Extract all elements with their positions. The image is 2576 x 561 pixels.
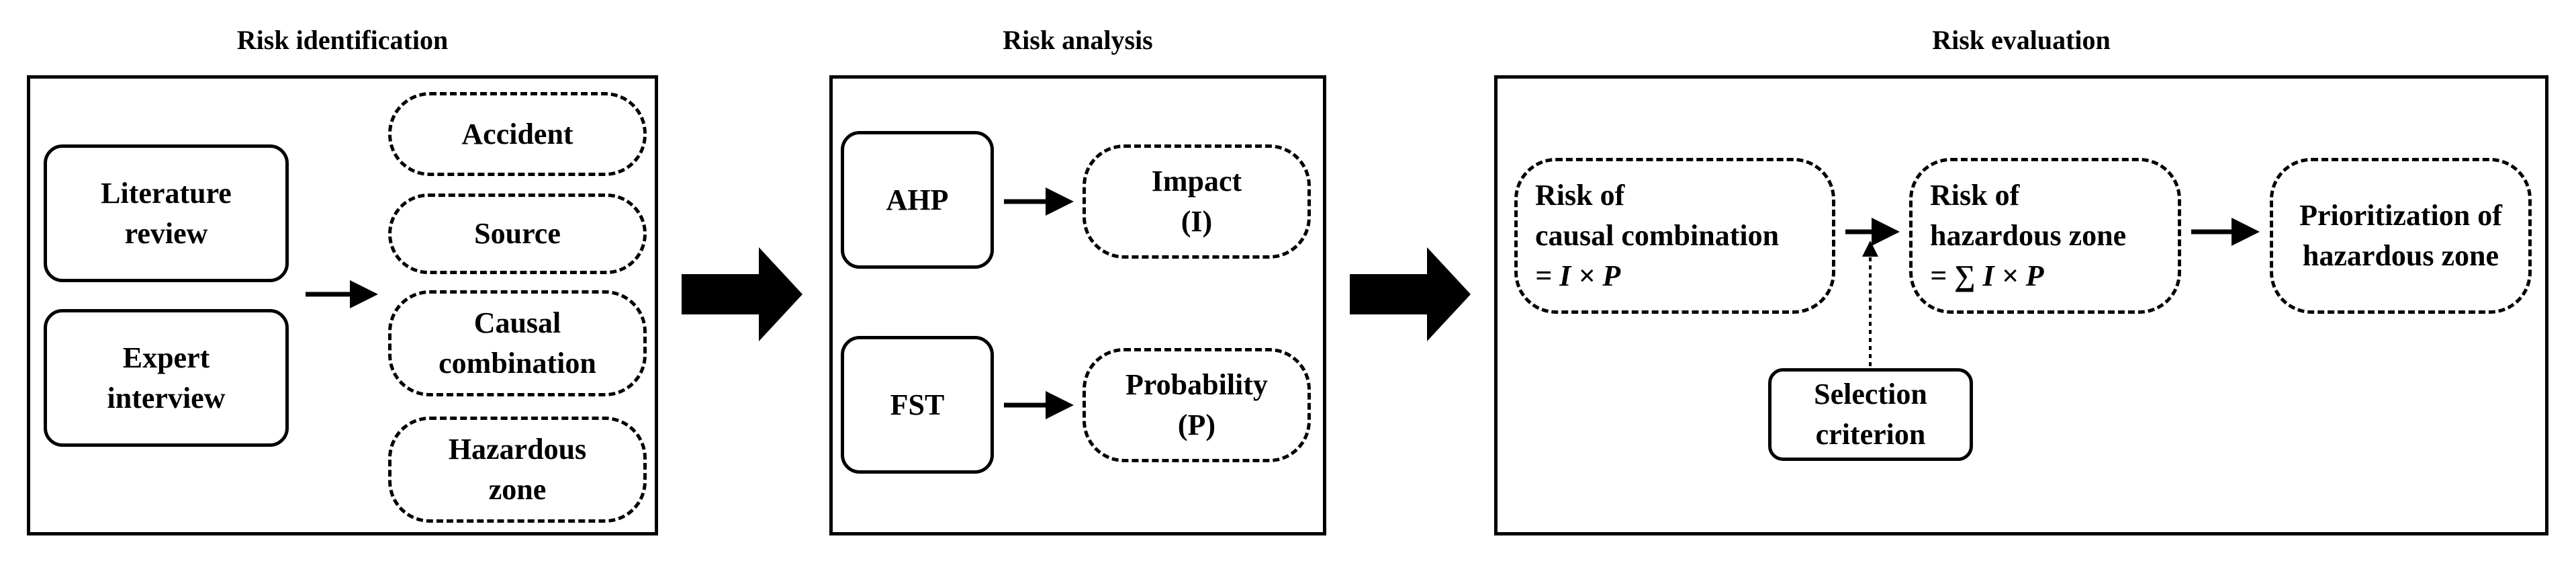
hazardous-zone-line-2: zone xyxy=(488,473,547,506)
selection-criterion-line-1: Selection xyxy=(1814,378,1927,411)
risk-hazard-line-1: Risk of xyxy=(1930,179,2020,212)
risk-analysis-title: Risk analysis xyxy=(1003,25,1153,55)
causal-combination-line-1: Causal xyxy=(473,306,561,339)
literature-review-box: Literature review xyxy=(44,144,289,282)
prioritization-line-2: hazardous zone xyxy=(2302,239,2499,272)
fst-label: FST xyxy=(890,388,945,421)
ahp-label: AHP xyxy=(886,183,949,216)
risk-identification-title: Risk identification xyxy=(236,25,449,55)
ahp-box: AHP xyxy=(841,131,994,269)
probability-box: Probability (P) xyxy=(1083,348,1311,462)
risk-evaluation-title: Risk evaluation xyxy=(1932,25,2111,55)
risk-causal-line-2: causal combination xyxy=(1535,219,1780,252)
risk-causal-line-1: Risk of xyxy=(1535,179,1625,212)
expert-interview-line-1: Expert xyxy=(122,341,210,374)
block-arrow-1 xyxy=(682,247,802,341)
source-box: Source xyxy=(388,193,647,274)
hazardous-zone-box: Hazardous zone xyxy=(388,417,647,523)
risk-hazardous-zone-box: Risk of hazardous zone = ∑ I × P xyxy=(1909,158,2181,314)
accident-label: Accident xyxy=(461,117,573,150)
literature-review-line-1: Literature xyxy=(101,176,232,210)
criterion-arrow-head xyxy=(1862,241,1878,257)
expert-interview-line-2: interview xyxy=(107,381,226,415)
impact-line-2: (I) xyxy=(1181,205,1213,238)
source-label: Source xyxy=(474,217,561,250)
block-arrow-2 xyxy=(1350,247,1471,341)
fst-box: FST xyxy=(841,336,994,474)
risk-hazard-line-2: hazardous zone xyxy=(1930,219,2127,252)
impact-box: Impact (I) xyxy=(1083,144,1311,259)
risk-causal-combination-box: Risk of causal combination = I × P xyxy=(1514,158,1835,314)
selection-criterion-box: Selection criterion xyxy=(1768,368,1973,461)
prioritization-box: Prioritization of hazardous zone xyxy=(2270,158,2532,314)
impact-line-1: Impact xyxy=(1151,165,1242,198)
prioritization-line-1: Prioritization of xyxy=(2299,199,2502,232)
causal-combination-box: Causal combination xyxy=(388,290,647,396)
accident-box: Accident xyxy=(388,92,647,176)
probability-line-2: (P) xyxy=(1177,408,1216,441)
expert-interview-box: Expert interview xyxy=(44,309,289,447)
risk-causal-formula: = I × P xyxy=(1535,259,1621,292)
selection-criterion-line-2: criterion xyxy=(1815,418,1926,451)
probability-line-1: Probability xyxy=(1125,368,1268,401)
hazardous-zone-line-1: Hazardous xyxy=(448,433,587,466)
causal-combination-line-2: combination xyxy=(439,347,596,380)
risk-hazard-formula: = ∑ I × P xyxy=(1930,259,2044,292)
literature-review-line-2: review xyxy=(124,216,208,250)
